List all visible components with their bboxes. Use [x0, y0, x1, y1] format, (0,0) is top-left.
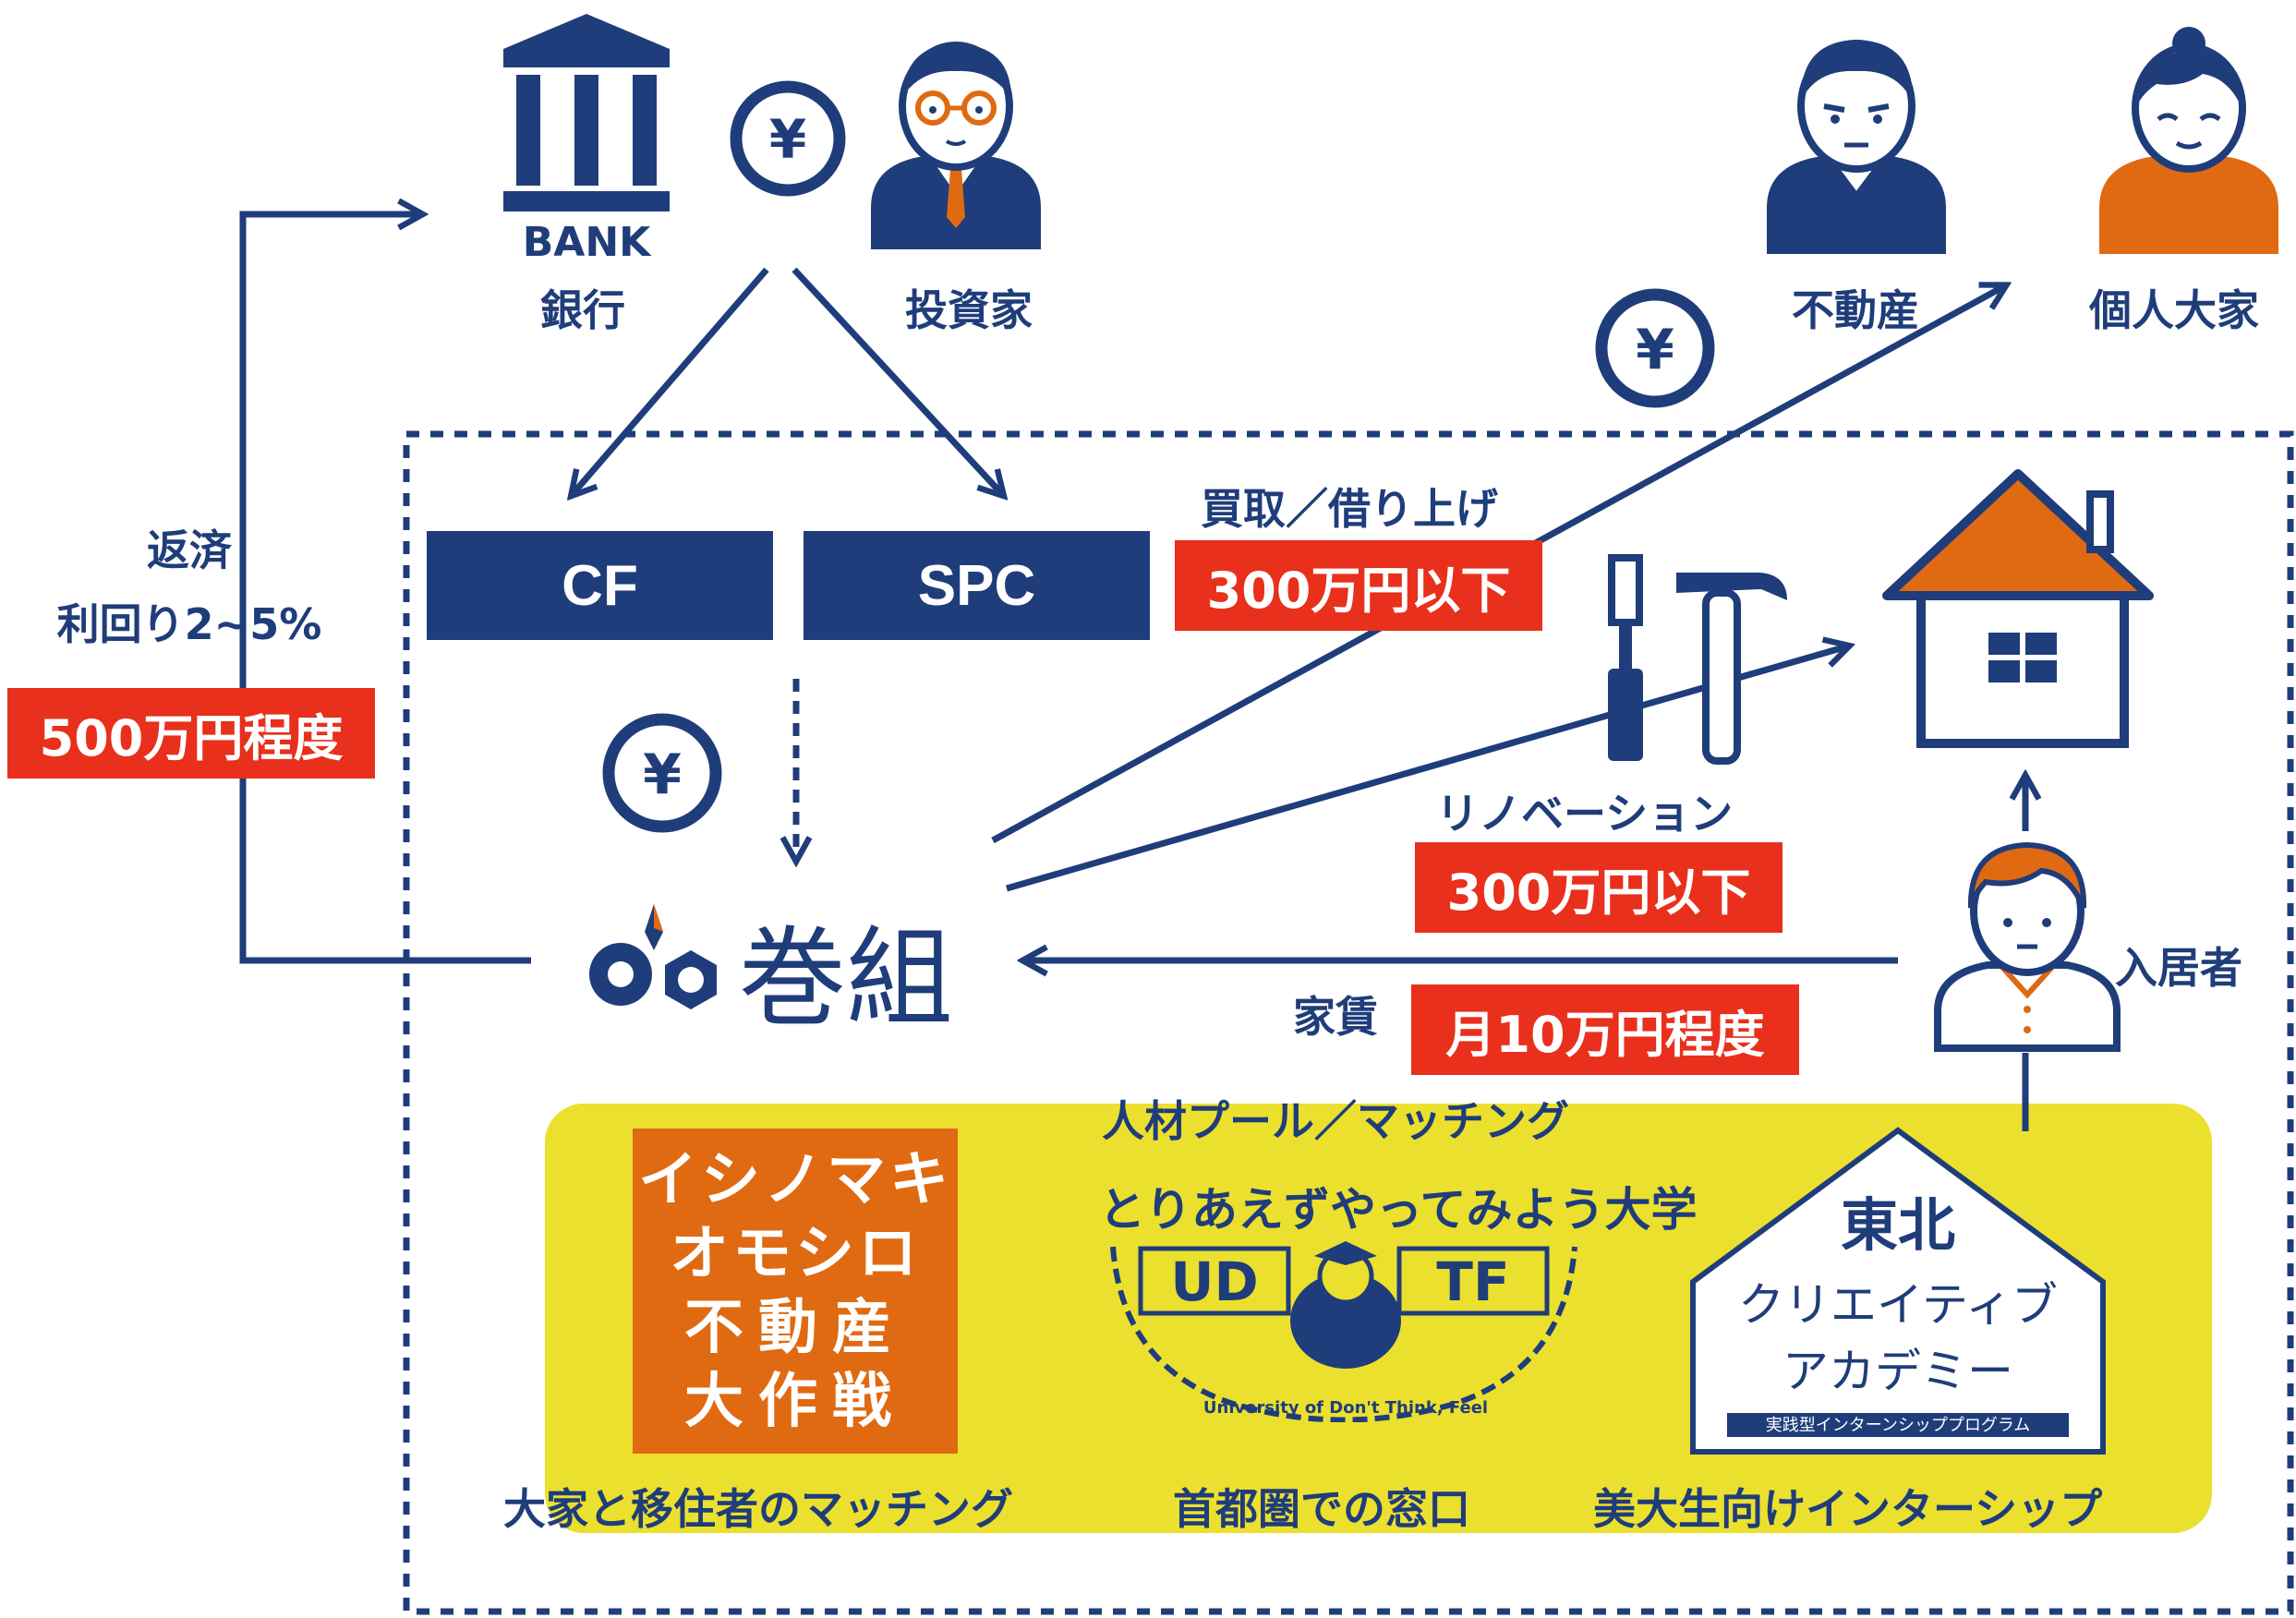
investor-icon — [871, 42, 1041, 249]
renovation-tools-icon — [1608, 554, 1787, 765]
company-name: 巻組 — [739, 916, 953, 1041]
arrow-to-cf — [573, 267, 769, 494]
purchase-label: 買取／借り上げ — [1201, 484, 1498, 534]
ishinomaki-logo-line: イシノマキ — [638, 1146, 952, 1214]
udtf-logo-title: とりあえずやってみよう大学 — [1099, 1183, 1698, 1237]
arrow-to-spc — [792, 267, 1002, 494]
tohoku-caption: 美大生向けインターシップ — [1593, 1484, 2103, 1534]
ishinomaki-logo-line: 不動産 — [684, 1294, 906, 1362]
bank-label: 銀行 — [540, 285, 625, 335]
spc-box: SPC — [804, 531, 1150, 640]
repayment-yield: 利回り2~5% — [56, 599, 322, 649]
landlord-label: 個人大家 — [2089, 285, 2259, 335]
svg-text:¥: ¥ — [1636, 318, 1674, 382]
resident-person-icon — [1934, 841, 2121, 1052]
udtf-left-text: UD — [1170, 1250, 1258, 1313]
cf-box: CF — [427, 531, 773, 640]
udtf-logo: UD TF University of Don't Think, Feel — [1110, 1241, 1577, 1422]
ishinomaki-logo: イシノマキ オモシロ 不動産 大作戦 — [633, 1129, 958, 1454]
repayment-arrow — [239, 214, 531, 964]
yen-coin-icon: ¥ — [730, 80, 846, 197]
ishinomaki-logo-line: オモシロ — [670, 1220, 921, 1288]
udtf-caption: 首都圏での窓口 — [1173, 1484, 1470, 1534]
svg-text:¥: ¥ — [643, 743, 682, 807]
company-logo-icon — [589, 904, 717, 1009]
resident-label: 入居者 — [2115, 943, 2242, 993]
realestate-person-icon — [1767, 40, 1946, 254]
ishinomaki-logo-line: 大作戦 — [684, 1368, 906, 1436]
tohoku-line2: クリエイティブ — [1738, 1278, 2058, 1332]
bank-icon-text: BANK — [523, 219, 652, 263]
udtf-right-text: TF — [1436, 1250, 1509, 1313]
landlord-person-icon — [2099, 27, 2278, 254]
repayment-amount-badge: 500万円程度 — [7, 688, 375, 779]
renovation-amount-badge: 300万円以下 — [1415, 842, 1782, 933]
tohoku-sub: 実践型インターンシッププログラム — [1766, 1416, 2031, 1435]
tohoku-academy-logo: 東北 クリエイティブ アカデミー 実践型インターンシッププログラム — [1690, 1127, 2106, 1455]
yen-coin-icon: ¥ — [1595, 288, 1715, 408]
yen-coin-icon: ¥ — [602, 713, 722, 833]
svg-text:¥: ¥ — [769, 108, 806, 171]
renovation-label: リノベーション — [1436, 789, 1734, 839]
tohoku-line3: アカデミー — [1782, 1345, 2013, 1398]
bank-icon: BANK — [503, 14, 670, 263]
tohoku-line1: 東北 — [1841, 1191, 1955, 1259]
talent-pool-title: 人材プール／マッチング — [1102, 1096, 1569, 1146]
rent-label: 家賃 — [1293, 992, 1378, 1042]
purchase-amount-badge: 300万円以下 — [1175, 540, 1542, 631]
scheme-boundary — [403, 430, 2294, 1615]
rent-amount-badge: 月10万円程度 — [1411, 984, 1799, 1075]
udtf-sub-text: University of Don't Think, Feel — [1203, 1398, 1488, 1418]
repayment-label: 返済 — [147, 525, 232, 575]
ishinomaki-caption: 大家と移住者のマッチング — [503, 1484, 1013, 1534]
house-icon — [1882, 469, 2154, 748]
investor-label: 投資家 — [905, 285, 1033, 335]
realestate-label: 不動産 — [1792, 285, 1919, 335]
